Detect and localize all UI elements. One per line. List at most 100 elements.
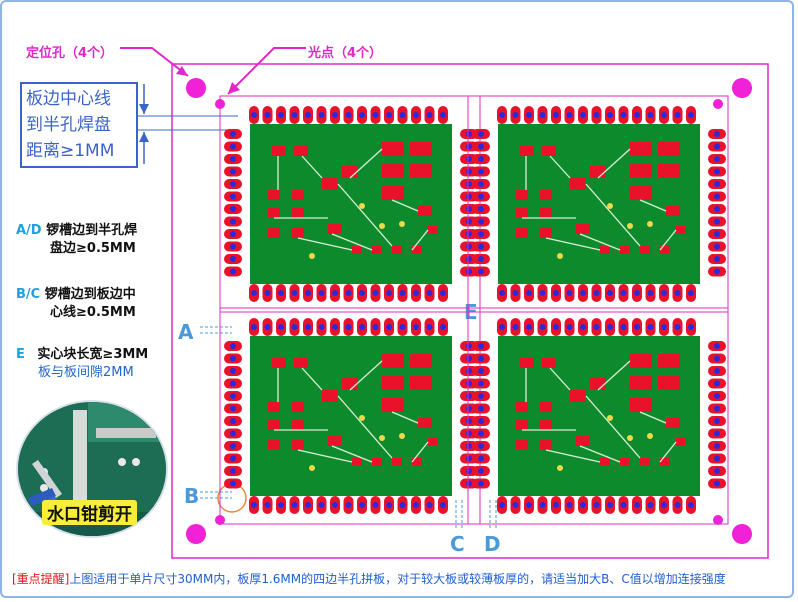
half-hole xyxy=(399,290,406,296)
half-hole xyxy=(359,112,365,118)
half-hole xyxy=(230,131,236,137)
half-hole xyxy=(647,112,654,118)
half-hole xyxy=(607,502,613,508)
smd-pad xyxy=(576,224,590,234)
smd-pad xyxy=(382,354,404,368)
half-hole xyxy=(607,290,613,296)
circuit-trace xyxy=(639,199,667,212)
locating-hole xyxy=(732,78,752,98)
circuit-trace xyxy=(349,148,383,179)
half-hole xyxy=(714,355,720,362)
half-hole xyxy=(688,112,694,118)
half-hole xyxy=(251,290,257,296)
smd-pad xyxy=(630,354,652,368)
half-hole xyxy=(620,324,627,330)
dimension-arrowhead-up xyxy=(139,104,149,114)
rule-ad: A/D 锣槽边到半孔焊 盘边≥0.5MM xyxy=(16,222,176,258)
half-hole xyxy=(251,502,257,508)
half-hole xyxy=(539,324,546,330)
half-hole xyxy=(661,112,667,118)
half-hole xyxy=(499,502,505,508)
fiducials-label: 光点（4个） xyxy=(308,46,383,61)
via xyxy=(379,223,385,229)
cut-with-pliers-label: 水口钳剪开 xyxy=(42,500,137,525)
smd-pad xyxy=(268,228,280,238)
half-hole xyxy=(478,380,484,387)
half-hole xyxy=(478,243,484,250)
half-hole xyxy=(230,243,236,250)
half-hole xyxy=(278,290,284,296)
half-hole xyxy=(512,324,519,330)
half-hole xyxy=(499,324,505,330)
letter-a: A xyxy=(178,320,194,344)
half-hole xyxy=(593,502,600,508)
bottom-warning-tag: [重点提醒] xyxy=(12,572,70,586)
smd-pad xyxy=(590,166,606,178)
half-hole xyxy=(566,290,573,296)
smd-pad xyxy=(294,358,308,368)
circuit-trace xyxy=(659,229,677,251)
via xyxy=(379,435,385,441)
half-hole xyxy=(345,502,352,508)
circuit-trace xyxy=(391,411,419,424)
half-hole xyxy=(278,324,284,330)
half-hole xyxy=(466,218,472,225)
smd-pad xyxy=(372,458,382,466)
circuit-trace xyxy=(337,183,393,247)
half-hole xyxy=(345,324,352,330)
half-hole xyxy=(230,468,236,474)
letter-d: D xyxy=(484,532,501,556)
half-hole xyxy=(580,112,586,118)
smd-pad xyxy=(268,420,280,430)
half-hole xyxy=(230,343,236,349)
half-hole xyxy=(539,502,546,508)
board-array xyxy=(219,95,729,525)
half-hole xyxy=(499,112,505,118)
half-hole xyxy=(674,290,681,296)
half-hole xyxy=(359,324,365,330)
half-hole xyxy=(466,193,472,200)
half-hole xyxy=(478,193,484,200)
smd-pad xyxy=(620,458,630,466)
rule-e-line-1: 实心块长宽≥3MM xyxy=(37,347,149,362)
via xyxy=(359,415,365,421)
locating-hole-arrowhead xyxy=(176,66,188,76)
smd-pad xyxy=(410,164,432,178)
smd-pad xyxy=(428,438,438,446)
half-hole xyxy=(714,231,720,237)
smd-pad xyxy=(292,208,304,218)
smd-pad xyxy=(620,246,630,254)
smd-pad xyxy=(516,208,528,218)
half-hole xyxy=(647,324,654,330)
half-hole xyxy=(230,368,236,374)
half-hole xyxy=(413,502,419,508)
smd-pad xyxy=(600,246,610,254)
smd-pad xyxy=(418,418,432,428)
smd-pad xyxy=(630,186,652,200)
half-hole xyxy=(399,324,406,330)
half-hole xyxy=(230,355,236,362)
half-hole xyxy=(426,112,433,118)
half-hole xyxy=(478,181,484,187)
locating-hole xyxy=(186,78,206,98)
smd-pad xyxy=(292,228,304,238)
half-hole xyxy=(714,218,720,225)
smd-pad xyxy=(516,420,528,430)
smd-pad xyxy=(540,420,552,430)
half-hole xyxy=(466,380,472,387)
smd-pad xyxy=(292,402,304,412)
rule-bc: B/C 锣槽边到板边中 心线≥0.5MM xyxy=(16,286,176,322)
smd-pad xyxy=(410,376,432,390)
circuit-trace xyxy=(579,233,621,251)
half-hole xyxy=(647,502,654,508)
half-hole xyxy=(318,290,325,296)
smd-pad xyxy=(666,206,680,216)
smd-pad xyxy=(292,440,304,450)
half-hole xyxy=(230,168,236,175)
half-hole xyxy=(230,443,236,449)
rule-bc-key: B/C xyxy=(16,287,41,302)
half-hole xyxy=(230,455,236,462)
half-hole xyxy=(318,324,325,330)
half-hole xyxy=(620,502,627,508)
